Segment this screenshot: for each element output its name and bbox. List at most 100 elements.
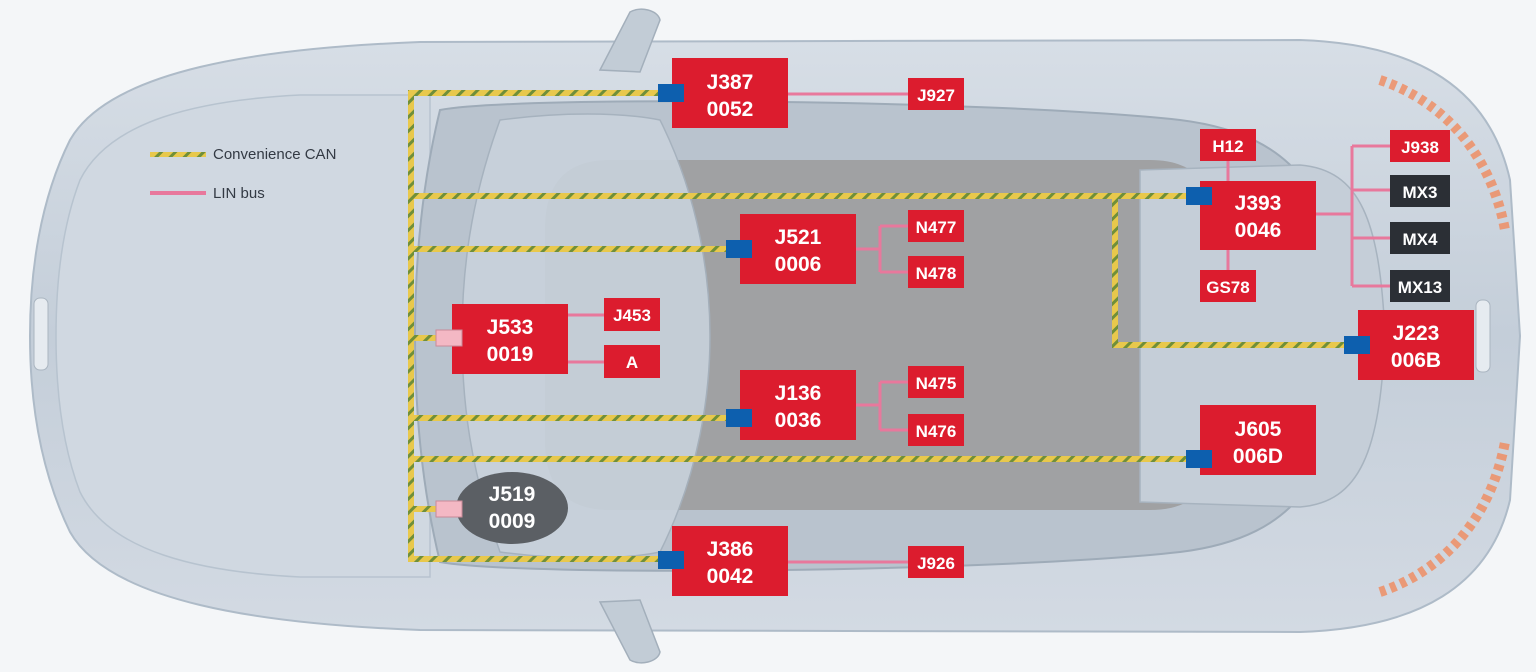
lin-j136-n475-n476 — [856, 380, 908, 432]
ecu-j136-box — [740, 370, 856, 440]
front-badge — [33, 297, 49, 371]
legend-lin-swatch — [150, 191, 206, 195]
component-n475[interactable]: N475 — [908, 366, 964, 398]
component-a[interactable]: A — [604, 345, 660, 378]
lin-j533-j453-a — [568, 313, 604, 364]
convenience-can-lines — [408, 90, 1344, 562]
ecu-j393[interactable]: J393 0046 — [1186, 181, 1316, 250]
j533-can-connector — [435, 329, 463, 347]
ecu-j387[interactable]: J387 0052 — [658, 58, 788, 128]
mirror-right — [598, 599, 661, 664]
component-n477-box — [908, 210, 964, 242]
component-gs78-box — [1200, 270, 1256, 302]
component-n478-label: N478 — [916, 264, 957, 283]
j223-can-connector — [1344, 336, 1370, 354]
ecu-j519-oval — [456, 472, 568, 544]
can-rear-vertical — [1112, 193, 1118, 345]
ecu-j136[interactable]: J136 0036 — [726, 370, 856, 440]
ecu-j386-code: 0042 — [707, 565, 754, 588]
j521-can-connector — [726, 240, 752, 258]
ecu-j533-code: 0019 — [487, 343, 534, 366]
component-n476-box — [908, 414, 964, 446]
can-to-j387 — [408, 90, 658, 96]
ecu-j136-code: 0036 — [775, 409, 822, 432]
component-j938-label: J938 — [1401, 138, 1439, 157]
ecu-j605[interactable]: J605 006D — [1186, 405, 1316, 475]
component-j927-label: J927 — [917, 86, 955, 105]
ecu-j393-box — [1200, 181, 1316, 250]
component-n477[interactable]: N477 — [908, 210, 964, 242]
ecu-j519[interactable]: J519 0009 — [435, 472, 568, 544]
component-j938[interactable]: J938 — [1390, 130, 1450, 162]
ecu-j393-name: J393 — [1235, 192, 1282, 215]
component-j453-label: J453 — [613, 306, 651, 325]
legend: Convenience CAN LIN bus — [150, 146, 336, 202]
mirror-left — [598, 8, 661, 73]
component-mx4-box — [1390, 222, 1450, 254]
ecu-j386[interactable]: J386 0042 — [658, 526, 788, 596]
legend-can-swatch — [150, 152, 206, 157]
component-gs78-label: GS78 — [1206, 278, 1249, 297]
component-h12-label: H12 — [1212, 137, 1243, 156]
component-j453-box — [604, 298, 660, 331]
hood-panel — [55, 94, 431, 578]
component-mx13-label: MX13 — [1398, 278, 1442, 297]
ecu-j136-name: J136 — [775, 382, 822, 405]
ecu-j223[interactable]: J223 006B — [1344, 310, 1474, 380]
component-j938-box — [1390, 130, 1450, 162]
component-a-label: A — [626, 353, 638, 372]
ecu-j521[interactable]: J521 0006 — [726, 214, 856, 284]
j386-can-connector — [658, 551, 684, 569]
rear-light-bottom — [1378, 441, 1510, 597]
can-to-j136 — [408, 415, 726, 421]
j519-can-connector — [435, 500, 463, 518]
lin-bus-lines — [568, 92, 1390, 564]
component-mx13[interactable]: MX13 — [1390, 270, 1450, 302]
ecu-j533[interactable]: J533 0019 — [435, 304, 568, 374]
ecu-j519-code: 0009 — [489, 510, 536, 533]
j387-can-connector — [658, 84, 684, 102]
component-n476[interactable]: N476 — [908, 414, 964, 446]
legend-lin-label: LIN bus — [213, 185, 265, 202]
component-mx3[interactable]: MX3 — [1390, 175, 1450, 207]
component-j927[interactable]: J927 — [908, 78, 964, 110]
component-mx3-box — [1390, 175, 1450, 207]
legend-can-label: Convenience CAN — [213, 146, 336, 163]
ecu-j387-code: 0052 — [707, 98, 754, 121]
ecu-j393-code: 0046 — [1235, 219, 1282, 242]
j605-can-connector — [1186, 450, 1212, 468]
ecu-j533-name: J533 — [487, 316, 534, 339]
ecu-j521-box — [740, 214, 856, 284]
ecu-j386-box — [672, 526, 788, 596]
j393-can-connector — [1186, 187, 1212, 205]
ecu-j223-box — [1358, 310, 1474, 380]
ecu-j521-name: J521 — [775, 226, 822, 249]
ecu-j519-name: J519 — [489, 483, 536, 506]
component-h12-box — [1200, 129, 1256, 161]
component-mx4-label: MX4 — [1403, 230, 1439, 249]
ecu-j605-name: J605 — [1235, 418, 1282, 441]
component-n478-box — [908, 256, 964, 288]
component-mx13-box — [1390, 270, 1450, 302]
component-mx4[interactable]: MX4 — [1390, 222, 1450, 254]
rear-badge — [1475, 299, 1491, 373]
ecu-j223-code: 006B — [1391, 349, 1441, 372]
component-j453[interactable]: J453 — [604, 298, 660, 331]
component-n477-label: N477 — [916, 218, 957, 237]
component-n475-box — [908, 366, 964, 398]
lin-j393-rear-branch — [1316, 144, 1390, 288]
ecu-j605-box — [1200, 405, 1316, 475]
component-j926-label: J926 — [917, 554, 955, 573]
component-j926[interactable]: J926 — [908, 546, 964, 578]
component-n478[interactable]: N478 — [908, 256, 964, 288]
component-gs78[interactable]: GS78 — [1200, 270, 1256, 302]
rear-light-top — [1378, 75, 1510, 231]
ecu-j521-code: 0006 — [775, 253, 822, 276]
component-h12[interactable]: H12 — [1200, 129, 1256, 161]
ecu-j387-box — [672, 58, 788, 128]
component-n476-label: N476 — [916, 422, 957, 441]
can-to-j386 — [408, 556, 658, 562]
j136-can-connector — [726, 409, 752, 427]
can-to-j223 — [1112, 342, 1344, 348]
